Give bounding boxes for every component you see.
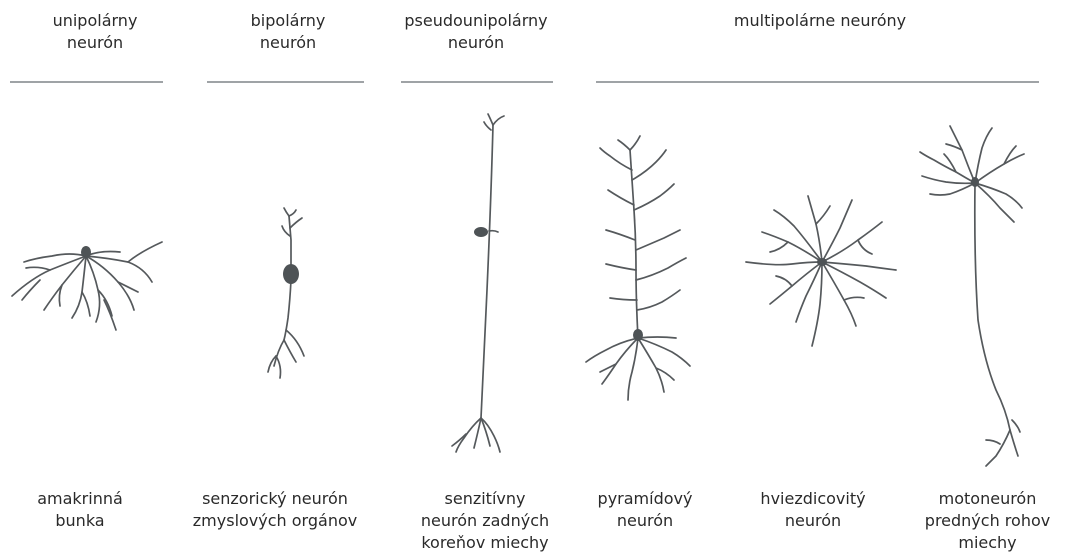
caption-motoneuron-line3: miechy — [910, 532, 1065, 554]
caption-amacrine: amakrinná bunka — [10, 488, 150, 532]
caption-amacrine-line2: bunka — [10, 510, 150, 532]
caption-sensory-line2: zmyslových orgánov — [175, 510, 375, 532]
caption-pyramidal-line2: neurón — [575, 510, 715, 532]
pyramidal-neuron-drawing — [586, 136, 690, 400]
stellate-neuron-drawing — [746, 196, 896, 346]
caption-pyramidal-line1: pyramídový — [575, 488, 715, 510]
caption-sensitive: senzitívny neurón zadných koreňov miechy — [405, 488, 565, 554]
caption-stellate-line1: hviezdicovitý — [738, 488, 888, 510]
caption-pyramidal: pyramídový neurón — [575, 488, 715, 532]
pseudounipolar-neuron-drawing — [452, 114, 504, 452]
bipolar-neuron-drawing — [268, 208, 304, 378]
motoneuron-drawing — [920, 126, 1024, 466]
amacrine-cell-drawing — [12, 242, 162, 330]
caption-amacrine-line1: amakrinná — [10, 488, 150, 510]
caption-sensitive-line2: neurón zadných — [405, 510, 565, 532]
caption-motoneuron-line1: motoneurón — [910, 488, 1065, 510]
caption-sensory: senzorický neurón zmyslových orgánov — [175, 488, 375, 532]
caption-sensory-line1: senzorický neurón — [175, 488, 375, 510]
caption-sensitive-line1: senzitívny — [405, 488, 565, 510]
caption-motoneuron-line2: predných rohov — [910, 510, 1065, 532]
caption-motoneuron: motoneurón predných rohov miechy — [910, 488, 1065, 554]
caption-sensitive-line3: koreňov miechy — [405, 532, 565, 554]
caption-stellate-line2: neurón — [738, 510, 888, 532]
caption-stellate: hviezdicovitý neurón — [738, 488, 888, 532]
